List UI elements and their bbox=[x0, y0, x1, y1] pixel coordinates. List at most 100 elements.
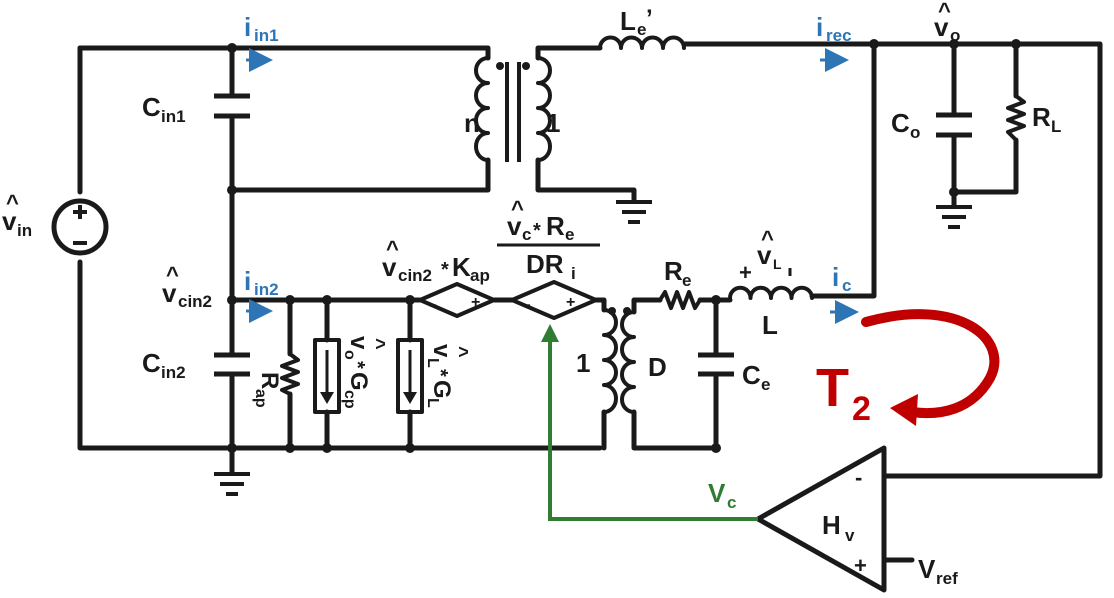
svg-text:rec: rec bbox=[826, 26, 852, 45]
svg-text:e: e bbox=[682, 271, 691, 290]
svg-text:in: in bbox=[17, 221, 32, 240]
svg-text:in2: in2 bbox=[254, 280, 279, 299]
svg-text:+: + bbox=[566, 294, 575, 311]
svg-text:v: v bbox=[382, 252, 397, 282]
label-iin2: i in2 bbox=[244, 266, 279, 299]
dependent-source-vc-re: - + bbox=[510, 280, 598, 320]
inductor-le bbox=[598, 35, 686, 50]
resistor-rl bbox=[1006, 94, 1026, 142]
svg-text:o: o bbox=[341, 350, 358, 360]
svg-text:L: L bbox=[424, 358, 441, 368]
svg-text:2: 2 bbox=[852, 390, 871, 428]
label-ce: C e bbox=[742, 360, 770, 394]
label-vref: V ref bbox=[918, 554, 958, 588]
svg-text:c: c bbox=[522, 225, 531, 244]
svg-text:L: L bbox=[773, 256, 782, 272]
dependent-source-kap: - + bbox=[418, 282, 496, 318]
svg-text:L: L bbox=[1051, 117, 1061, 136]
label-vcin2-node: ^ v cin2 bbox=[162, 262, 212, 311]
svg-text:*: * bbox=[441, 259, 449, 281]
svg-text:-: - bbox=[432, 296, 437, 312]
svg-text:c: c bbox=[842, 276, 851, 295]
junction-dots bbox=[227, 39, 1021, 453]
control-signal-path bbox=[541, 324, 758, 521]
svg-text:o: o bbox=[910, 123, 920, 142]
label-irec: i rec bbox=[816, 12, 852, 45]
svg-text:ap: ap bbox=[470, 266, 490, 285]
capacitor-cin2 bbox=[214, 352, 250, 377]
svg-text:cp: cp bbox=[341, 390, 358, 409]
label-turns-n: n bbox=[464, 108, 480, 138]
label-co: C o bbox=[891, 108, 920, 142]
svg-text:in1: in1 bbox=[254, 26, 279, 45]
label-ic: i c bbox=[832, 262, 851, 295]
capacitor-cin1 bbox=[214, 93, 250, 119]
svg-text:R: R bbox=[664, 256, 683, 286]
svg-text:^: ^ bbox=[166, 262, 179, 287]
svg-text:+: + bbox=[471, 294, 480, 311]
svg-text:G: G bbox=[428, 380, 455, 399]
svg-text:i: i bbox=[832, 262, 839, 292]
label-cin2: C in2 bbox=[142, 348, 186, 382]
svg-text:^: ^ bbox=[6, 190, 19, 215]
svg-text:cin2: cin2 bbox=[178, 292, 212, 311]
svg-text:’: ’ bbox=[646, 5, 653, 32]
svg-text:cin2: cin2 bbox=[398, 266, 432, 285]
current-source-gl bbox=[396, 338, 424, 414]
inductor-l bbox=[728, 285, 814, 300]
svg-text:v: v bbox=[345, 336, 372, 350]
svg-text:i: i bbox=[244, 266, 251, 296]
ground-symbol-output bbox=[936, 205, 972, 229]
label-cin1: C in1 bbox=[142, 92, 186, 126]
svg-text:H: H bbox=[822, 510, 841, 540]
loop-gain-arrow-t2 bbox=[861, 309, 1000, 426]
label-turns-1-top: 1 bbox=[546, 108, 560, 138]
svg-text:v: v bbox=[757, 240, 772, 270]
svg-text:i: i bbox=[816, 12, 823, 42]
svg-text:C: C bbox=[142, 348, 161, 378]
label-le: L e ’ bbox=[620, 5, 653, 39]
label-vo: ^ v o bbox=[934, 0, 960, 45]
ground-symbol-left bbox=[214, 472, 250, 496]
label-l: L bbox=[762, 310, 778, 340]
svg-text:^: ^ bbox=[449, 346, 471, 358]
svg-text:v: v bbox=[845, 526, 855, 545]
label-re: R e bbox=[664, 256, 691, 290]
svg-text:*: * bbox=[533, 220, 541, 242]
svg-text:L: L bbox=[620, 6, 636, 36]
svg-text:V: V bbox=[918, 554, 936, 584]
svg-text:C: C bbox=[142, 92, 161, 122]
label-vin: ^ v in bbox=[2, 190, 32, 240]
label-turns-1-bottom: 1 bbox=[576, 348, 590, 378]
svg-text:in1: in1 bbox=[161, 107, 186, 126]
label-vc: V c bbox=[708, 478, 736, 512]
svg-text:^: ^ bbox=[938, 0, 951, 23]
svg-text:V: V bbox=[708, 478, 726, 508]
svg-text:v: v bbox=[2, 206, 17, 236]
svg-text:^: ^ bbox=[761, 226, 774, 251]
svg-text:R: R bbox=[256, 372, 283, 389]
svg-text:R: R bbox=[546, 211, 565, 241]
svg-text:v: v bbox=[428, 344, 455, 358]
label-vcin2-kap: ^ v cin2 * K ap bbox=[382, 236, 490, 285]
svg-text:^: ^ bbox=[386, 236, 399, 261]
opamp-hv: - + H v bbox=[755, 445, 887, 593]
label-t2: T 2 bbox=[816, 358, 871, 428]
svg-text:+: + bbox=[739, 260, 752, 285]
label-rap: R ap bbox=[252, 372, 283, 408]
label-iin1: i in1 bbox=[244, 12, 279, 45]
transformer-dc bbox=[602, 307, 636, 414]
label-vc-re-fraction: ^ v c * R e DR i bbox=[497, 196, 600, 283]
svg-text:ref: ref bbox=[936, 569, 958, 588]
transformer-ac bbox=[474, 56, 552, 162]
svg-text:C: C bbox=[742, 360, 761, 390]
resistor-rap bbox=[280, 352, 300, 396]
label-vo-gcp: v o * G cp ^ bbox=[341, 336, 388, 409]
svg-text:in2: in2 bbox=[161, 363, 186, 382]
svg-text:ap: ap bbox=[252, 389, 269, 408]
svg-text:L: L bbox=[424, 398, 441, 408]
svg-text:o: o bbox=[950, 26, 960, 45]
current-source-gcp bbox=[313, 338, 341, 414]
svg-text:K: K bbox=[452, 252, 471, 282]
